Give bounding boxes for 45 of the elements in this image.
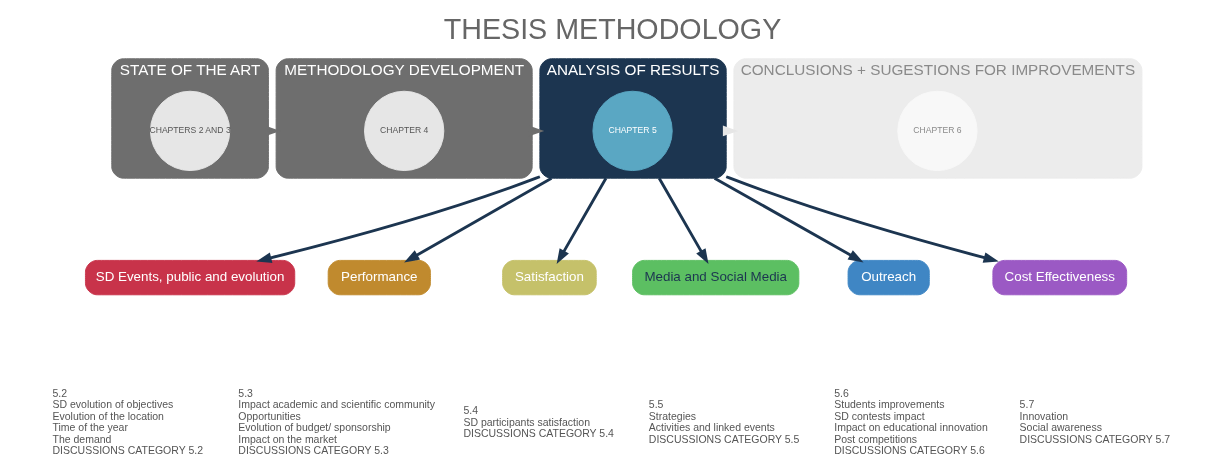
node-box: Outreach bbox=[847, 259, 930, 296]
arrow bbox=[713, 176, 864, 263]
node-label: 5.2 bbox=[51, 386, 67, 399]
node-label: The demand bbox=[51, 432, 111, 445]
diagram-title: THESIS METHODOLOGY bbox=[443, 12, 781, 45]
node-label: Impact academic and scientific community bbox=[237, 398, 435, 411]
node-label: DISCUSSIONS CATEGORY 5.5 bbox=[648, 432, 799, 445]
node-label: SD participants satisfaction bbox=[462, 415, 590, 428]
node-label: Post competitions bbox=[833, 432, 917, 445]
node-circle: CHAPTERS 2 AND 3 bbox=[149, 90, 230, 172]
node-label: DISCUSSIONS CATEGORY 5.3 bbox=[237, 444, 389, 457]
arrow bbox=[657, 177, 708, 265]
node-label: Impact on educational innovation bbox=[833, 421, 988, 434]
arrow bbox=[556, 177, 607, 265]
node-label: Social awareness bbox=[1019, 421, 1102, 434]
node-label: Strategies bbox=[648, 409, 696, 422]
node-label: Opportunities bbox=[237, 409, 301, 422]
node-label: Impact on the market bbox=[237, 432, 337, 445]
arrow bbox=[403, 176, 552, 263]
node-box: Cost Effectiveness bbox=[991, 259, 1127, 296]
arrow bbox=[255, 175, 540, 263]
node-label: Evolution of budget/ sponsorship bbox=[237, 421, 391, 434]
node-label: Students improvements bbox=[833, 398, 945, 411]
node-label: DISCUSSIONS CATEGORY 5.6 bbox=[833, 444, 985, 457]
node-box: Media and Social Media bbox=[631, 259, 799, 296]
arrow bbox=[725, 175, 999, 263]
node-label: DISCUSSIONS CATEGORY 5.2 bbox=[51, 444, 203, 457]
node-label: Activities and linked events bbox=[648, 421, 775, 434]
node-label: 5.7 bbox=[1019, 398, 1034, 411]
node-label: SD evolution of objectives bbox=[51, 398, 173, 411]
node-label: Evolution of the location bbox=[51, 409, 164, 422]
node-label: 5.4 bbox=[462, 404, 478, 417]
node-label: Innovation bbox=[1019, 409, 1068, 422]
node-label: DISCUSSIONS CATEGORY 5.4 bbox=[462, 427, 614, 439]
node-circle: CHAPTER 4 bbox=[363, 90, 444, 172]
node-label: 5.6 bbox=[833, 386, 849, 399]
node-box: SD Events, public and evolution bbox=[84, 259, 295, 296]
node-label: 5.3 bbox=[237, 386, 253, 399]
node-label: Time of the year bbox=[51, 421, 128, 434]
node-box: Performance bbox=[327, 259, 431, 296]
node-label: DISCUSSIONS CATEGORY 5.7 bbox=[1019, 432, 1170, 445]
node-label: SD contests impact bbox=[833, 409, 925, 422]
node-label: 5.5 bbox=[648, 398, 663, 411]
node-circle: CHAPTER 5 bbox=[591, 90, 673, 172]
node-box: Satisfaction bbox=[501, 259, 597, 296]
